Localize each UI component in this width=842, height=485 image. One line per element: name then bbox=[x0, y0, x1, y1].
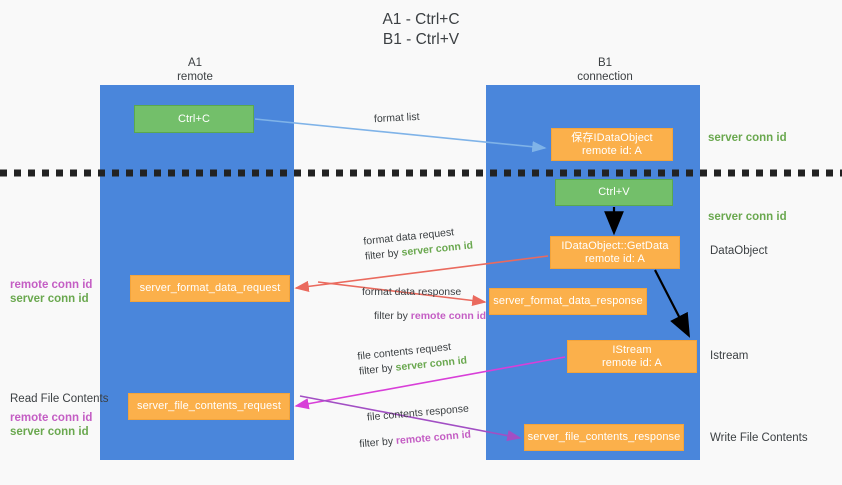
note-server-conn-id-middle: server conn id bbox=[708, 211, 787, 223]
column-header-b1: B1 connection bbox=[577, 57, 633, 83]
arrow-format-data-response bbox=[317, 281, 487, 307]
edge-label-line2: filter by remote conn id bbox=[374, 309, 486, 324]
filter-prefix: filter by bbox=[364, 246, 403, 263]
arrow-format-data-request bbox=[294, 255, 549, 292]
page-title: A1 - Ctrl+C B1 - Ctrl+V bbox=[382, 11, 460, 48]
box-ctrl-c[interactable]: Ctrl+C bbox=[134, 105, 254, 133]
box-save-idataobject[interactable]: 保存IDataObject remote id: A bbox=[551, 128, 673, 161]
arrow-getdata-to-istream bbox=[654, 269, 691, 338]
edge-label-format-data-response: format data response filter by remote co… bbox=[362, 285, 486, 324]
arrow-file-contents-response bbox=[299, 395, 522, 442]
edge-label-format-list: format list bbox=[373, 110, 420, 126]
filter-prefix: filter by bbox=[374, 310, 411, 322]
filter-prefix: filter by bbox=[358, 361, 397, 378]
box-server-file-contents-response[interactable]: server_file_contents_response bbox=[524, 424, 684, 451]
note-istream: Istream bbox=[710, 350, 749, 362]
box-ctrl-v[interactable]: Ctrl+V bbox=[555, 179, 673, 206]
box-server-format-data-request[interactable]: server_format_data_request bbox=[130, 275, 290, 302]
note-dataobject: DataObject bbox=[710, 245, 768, 257]
note-conn-ids-file: remote conn id server conn id bbox=[10, 411, 92, 439]
note-conn-ids-format: remote conn id server conn id bbox=[10, 278, 92, 306]
note-server-conn-id-top: server conn id bbox=[708, 132, 787, 144]
box-server-file-contents-request[interactable]: server_file_contents_request bbox=[128, 393, 290, 420]
edge-label-line1: format data response bbox=[362, 286, 462, 298]
box-istream[interactable]: IStream remote id: A bbox=[567, 340, 697, 373]
note-server-conn-id: server conn id bbox=[10, 426, 89, 438]
box-idataobject-getdata[interactable]: IDataObject::GetData remote id: A bbox=[550, 236, 680, 269]
filter-value-remote-conn-id: remote conn id bbox=[410, 310, 487, 322]
arrow-format-list bbox=[254, 118, 547, 153]
column-header-a1: A1 remote bbox=[177, 57, 213, 83]
note-server-conn-id: server conn id bbox=[10, 293, 89, 305]
note-remote-conn-id: remote conn id bbox=[10, 279, 93, 291]
note-remote-conn-id: remote conn id bbox=[10, 412, 93, 424]
note-read-file-contents: Read File Contents bbox=[10, 393, 109, 405]
arrow-file-contents-request bbox=[294, 356, 566, 410]
note-write-file-contents: Write File Contents bbox=[710, 432, 808, 444]
box-server-format-data-response[interactable]: server_format_data_response bbox=[489, 288, 647, 315]
filter-prefix: filter by bbox=[358, 435, 397, 451]
